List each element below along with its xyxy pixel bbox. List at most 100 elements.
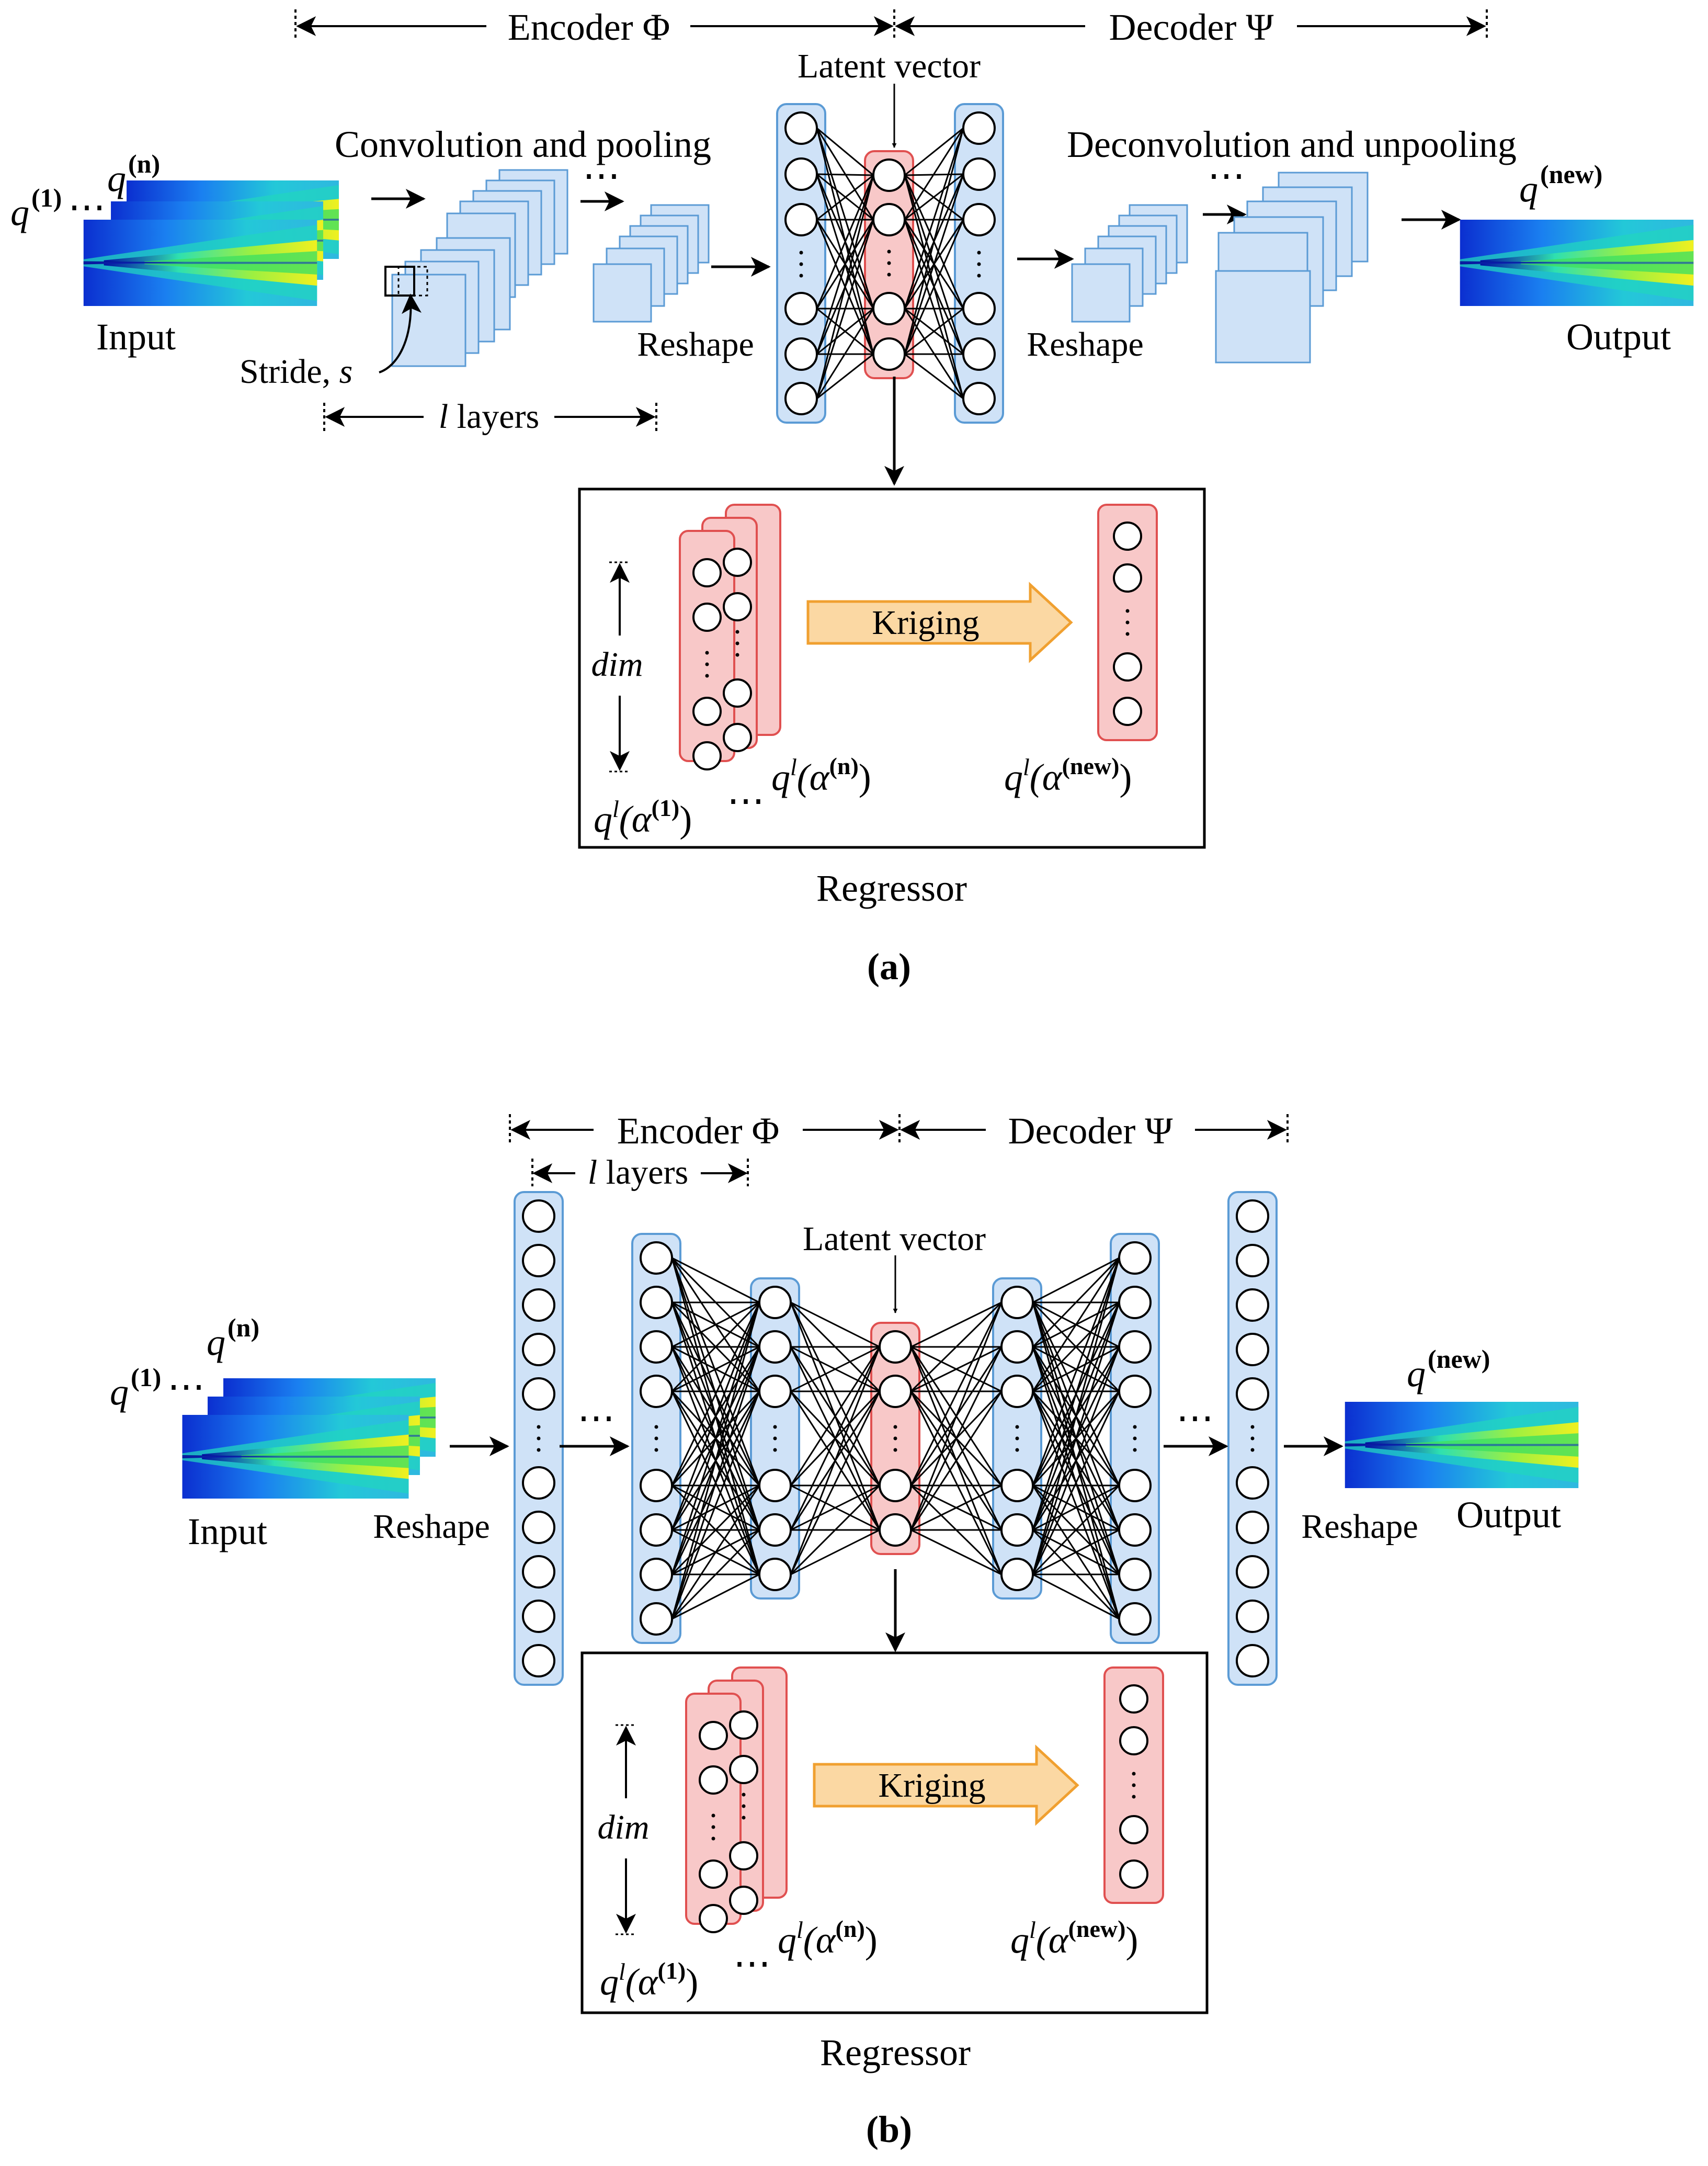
ql-alpha-new: ql(α(new)) xyxy=(1004,753,1132,798)
ql-ellipsis: ⋯ xyxy=(733,1943,771,1984)
ql-alpha-n: ql(α(n)) xyxy=(778,1915,878,1961)
regressor-output-neuron xyxy=(1119,1684,1148,1714)
regressor-vdot xyxy=(711,1825,715,1829)
latent-label-b: Latent vector xyxy=(803,1220,986,1258)
svg-text:q: q xyxy=(1519,168,1538,210)
dense-b-neuron xyxy=(879,1375,912,1408)
dense-b-edge xyxy=(910,1301,1002,1348)
dense-b-neuron xyxy=(1118,1602,1152,1636)
regressor-output-vdot xyxy=(1132,1772,1136,1776)
dense-a-neuron xyxy=(962,292,996,325)
dense-b-edge xyxy=(1032,1391,1120,1619)
dense-a-vdot xyxy=(977,251,981,255)
dense-b-neuron xyxy=(1236,1377,1269,1411)
dense-a-edge xyxy=(904,173,964,221)
dense-b-edge xyxy=(671,1529,760,1620)
svg-text:(1): (1) xyxy=(31,183,62,212)
output-label-a: Output xyxy=(1566,316,1671,358)
dense-b-edge xyxy=(790,1301,880,1348)
dense-b-edge xyxy=(671,1257,760,1486)
dense-a-edge xyxy=(816,175,874,399)
dense-b-edge xyxy=(790,1346,881,1530)
dense-b-vdot xyxy=(1133,1448,1137,1452)
regressor-vdot xyxy=(705,662,709,666)
dense-a-edge xyxy=(816,127,874,176)
regressor-neuron xyxy=(699,1765,728,1795)
deconv-stack-2 xyxy=(1215,172,1369,364)
dense-b-neuron xyxy=(1236,1511,1269,1544)
dense-a-neuron xyxy=(784,203,818,236)
dense-b-edge xyxy=(1032,1257,1120,1303)
output-field-a xyxy=(1460,220,1694,306)
dense-b-edge xyxy=(910,1484,1002,1531)
dense-b-vdot xyxy=(893,1448,897,1452)
dense-network-a xyxy=(776,103,1004,424)
dense-b-neuron xyxy=(758,1286,792,1319)
regressor-neuron xyxy=(692,741,722,770)
reshape-right-a: Reshape xyxy=(1027,325,1144,364)
regressor-neuron xyxy=(699,1721,728,1750)
dense-a-edge xyxy=(904,128,964,220)
stride-arrow xyxy=(379,293,422,373)
reshape-right-b: Reshape xyxy=(1301,1507,1418,1546)
dense-b-edge xyxy=(910,1529,1002,1575)
dense-b-neuron xyxy=(879,1469,912,1502)
layers-span-a xyxy=(323,403,657,434)
dense-a-neuron xyxy=(962,337,996,371)
dense-b-neuron xyxy=(758,1558,792,1591)
dense-b-vdot xyxy=(654,1448,658,1452)
dense-a-neuron xyxy=(962,203,996,236)
regressor-vdot xyxy=(711,1813,715,1818)
dense-a-neuron xyxy=(872,203,906,236)
dense-b-vdot xyxy=(1015,1448,1019,1452)
dense-b-neuron xyxy=(1118,1513,1152,1547)
dense-a-edge xyxy=(904,128,964,355)
dense-b-edge xyxy=(910,1301,1003,1392)
dense-a-vdot xyxy=(887,273,891,277)
svg-text:(n): (n) xyxy=(128,149,160,178)
regressor-output-neuron xyxy=(1113,521,1142,551)
dense-b-neuron xyxy=(640,1330,673,1364)
regressor-neuron xyxy=(723,548,752,577)
reshape-left-a: Reshape xyxy=(637,325,754,364)
dense-b-edge xyxy=(1032,1257,1120,1486)
dense-b-edge xyxy=(671,1484,760,1531)
dense-b-neuron xyxy=(1000,1513,1034,1547)
dense-a-neuron xyxy=(784,382,818,415)
regressor-output-vdot xyxy=(1125,609,1130,613)
regressor-box-b xyxy=(580,1651,1209,2014)
kriging-arrow xyxy=(806,582,1073,663)
dense-a-edge xyxy=(816,353,874,400)
dense-b-edge xyxy=(671,1302,760,1575)
ql-alpha-1: ql(α(1)) xyxy=(600,1957,698,2003)
dense-b-neuron xyxy=(758,1513,792,1547)
ql-alpha-new: ql(α(new)) xyxy=(1010,1915,1138,1961)
dense-b-edge xyxy=(1032,1346,1120,1575)
dense-b-edge xyxy=(1032,1573,1120,1620)
dense-b-neuron xyxy=(758,1330,792,1364)
dense-b-neuron xyxy=(522,1288,555,1322)
dense-a-connections xyxy=(816,127,874,400)
regressor-neuron xyxy=(692,558,722,587)
regressor-neuron xyxy=(692,697,722,726)
dense-b-neuron xyxy=(1000,1286,1034,1319)
dense-a-edge xyxy=(816,308,874,355)
regressor-vdot xyxy=(705,651,709,655)
dense-a-neuron xyxy=(872,337,906,371)
dense-a-edge xyxy=(904,127,964,176)
dense-b-connections xyxy=(910,1301,1003,1575)
dense-b-edge xyxy=(910,1302,1003,1486)
dense-b-neuron xyxy=(1000,1469,1034,1502)
deconv-ellipsis: ⋯ xyxy=(1208,155,1245,197)
dense-b-edge xyxy=(910,1346,1002,1392)
dense-b-vdot xyxy=(1133,1436,1137,1441)
regressor-neuron xyxy=(692,603,722,632)
regressor-neuron xyxy=(729,1886,758,1915)
dense-b-edge xyxy=(1032,1257,1120,1348)
dense-b-edge xyxy=(671,1302,760,1530)
dense-b-neuron xyxy=(879,1330,912,1364)
regressor-output-neuron xyxy=(1113,697,1142,726)
regressor-output-vdot xyxy=(1125,632,1130,636)
